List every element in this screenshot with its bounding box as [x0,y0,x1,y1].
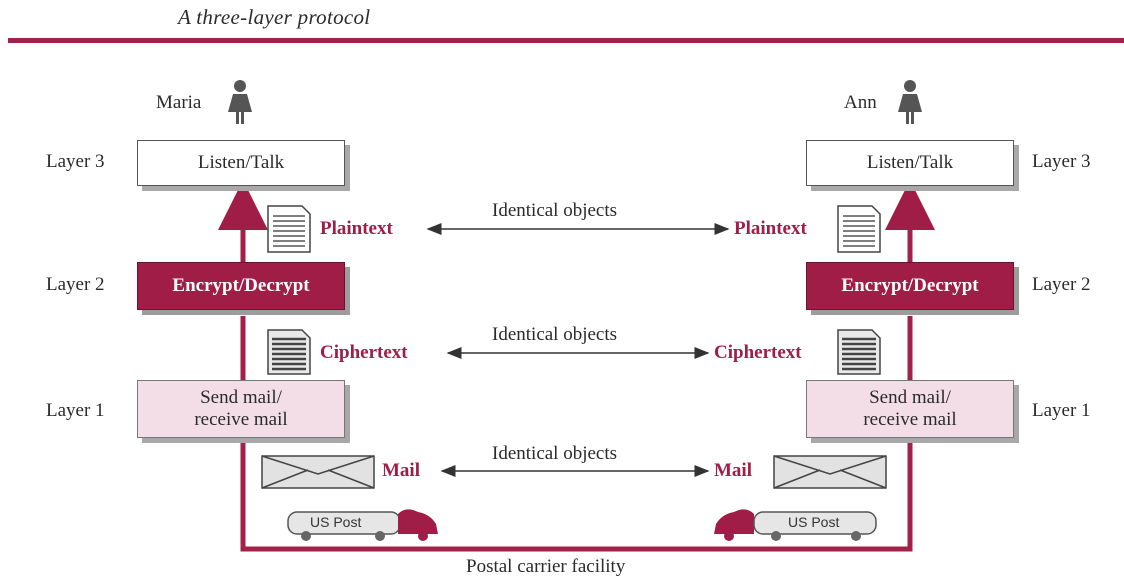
layer3-label-right: Layer 3 [1032,151,1091,172]
layer3-label-left: Layer 3 [46,151,105,172]
layer2-box-left: Encrypt/Decrypt [137,262,345,310]
envelope-icon [261,455,375,489]
ciphertext-label-left: Ciphertext [320,342,408,363]
layer1-box-left: Send mail/ receive mail [137,380,345,438]
envelope-icon [773,455,887,489]
mail-truck-icon [714,509,877,541]
plaintext-label-right: Plaintext [734,218,807,239]
document-icon [837,329,881,375]
layer2-box-right-text: Encrypt/Decrypt [841,275,979,296]
layer3-box-right: Listen/Talk [806,140,1014,186]
layer1-box-right: Send mail/ receive mail [806,380,1014,438]
receiver-name: Ann [844,92,877,113]
identical-objects-label-1: Identical objects [492,200,618,221]
mail-label-left: Mail [382,460,420,481]
layer3-box-right-text: Listen/Talk [866,152,954,173]
ciphertext-label-right: Ciphertext [714,342,802,363]
layer1-box-left-line2: receive mail [194,409,288,430]
layer2-label-left: Layer 2 [46,274,105,295]
layer1-box-right-line2: receive mail [863,409,957,430]
layer3-box-left-text: Listen/Talk [197,152,285,173]
layer2-label-right: Layer 2 [1032,274,1091,295]
diagram-title: A three-layer protocol [178,5,371,29]
identical-objects-label-2: Identical objects [492,324,618,345]
mail-label-right: Mail [714,460,752,481]
mail-truck-icon [287,509,438,541]
title-rule [8,38,1124,43]
layer1-label-right: Layer 1 [1032,400,1091,421]
person-icon [898,80,922,124]
layer1-box-right-line1: Send mail/ [869,387,951,408]
truck-label-left: US Post [310,514,362,530]
sender-name: Maria [156,92,202,113]
layer1-label-left: Layer 1 [46,400,105,421]
postal-path [240,378,913,552]
document-icon [267,329,311,375]
document-icon [267,205,311,253]
truck-label-right: US Post [788,514,840,530]
document-icon [837,205,881,253]
layer1-box-left-line1: Send mail/ [200,387,282,408]
plaintext-label-left: Plaintext [320,218,393,239]
identical-objects-label-3: Identical objects [492,443,618,464]
layer3-box-left: Listen/Talk [137,140,345,186]
person-icon [228,80,252,124]
layer2-box-left-text: Encrypt/Decrypt [172,275,310,296]
postal-carrier-label: Postal carrier facility [466,556,626,577]
layer2-box-right: Encrypt/Decrypt [806,262,1014,310]
